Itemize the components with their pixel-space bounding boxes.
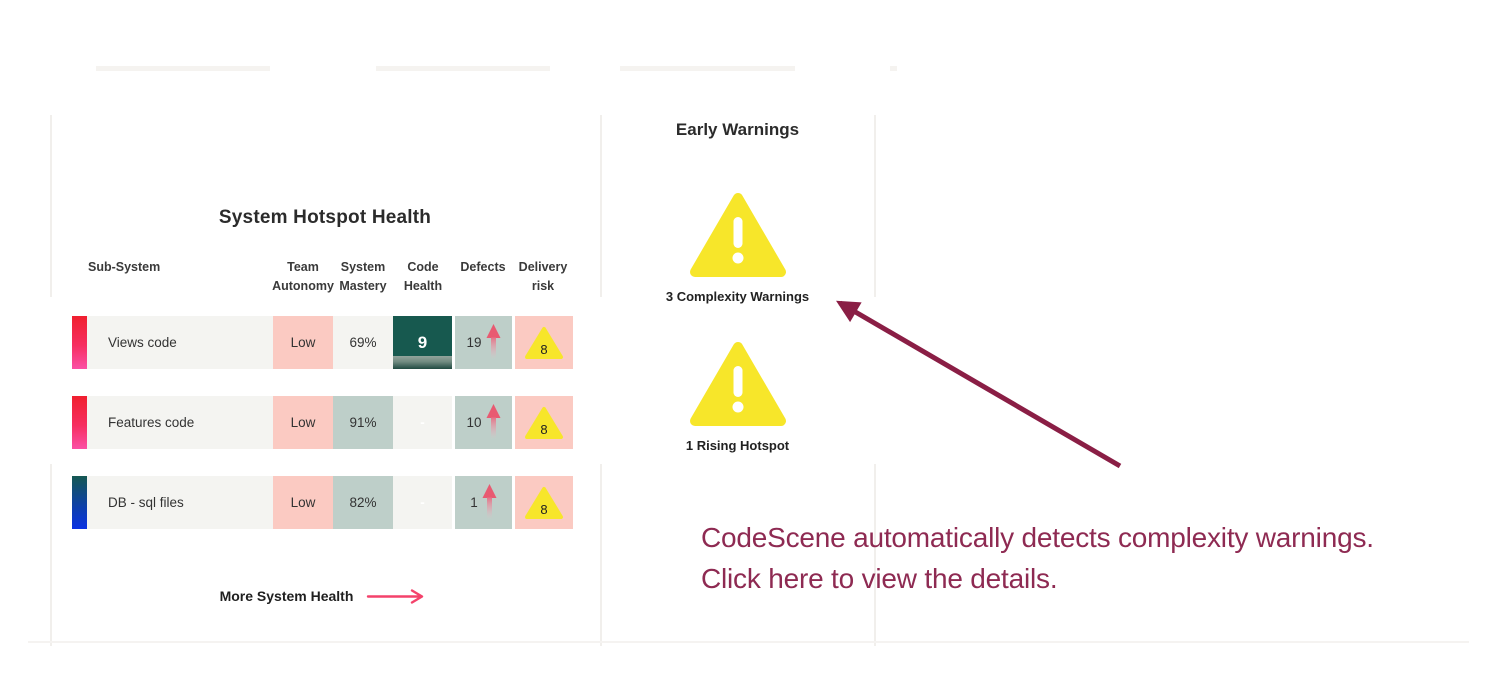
card-edge [890, 66, 897, 71]
panel-divider [600, 464, 602, 646]
delivery-risk-cell: 8 [515, 316, 573, 369]
warning-triangle-icon: 8 [525, 326, 563, 359]
delivery-risk-value: 8 [540, 422, 547, 437]
warning-triangle-icon [689, 342, 786, 426]
warning-triangle-icon [689, 193, 786, 277]
annotation-line-2: Click here to view the details. [701, 563, 1058, 594]
right-arrow-icon [367, 588, 424, 604]
column-header-team-autonomy: Team Autonomy [272, 260, 334, 293]
risk-gradient-bar [72, 396, 87, 449]
risk-gradient-bar [72, 316, 87, 369]
panel-bottom-edge [28, 641, 1469, 643]
code-health-cell: 9 [393, 316, 452, 369]
column-header-sub-system: Sub-System [88, 260, 161, 274]
annotation-arrow-icon [836, 300, 1122, 469]
panel-divider [50, 464, 52, 646]
code-health-cell: - [393, 476, 452, 529]
delivery-risk-cell: 8 [515, 476, 573, 529]
column-header-system-mastery: System Mastery [339, 260, 387, 293]
table-row-views-code[interactable]: Views code Low 69% 9 19 8 [72, 316, 573, 369]
card-edge [376, 66, 550, 71]
card-edge [620, 66, 795, 71]
card-edge [96, 66, 270, 71]
system-mastery-cell: 91% [333, 396, 393, 449]
early-warnings-title: Early Warnings [675, 120, 800, 139]
column-header-delivery-risk: Delivery risk [518, 260, 568, 293]
warning-complexity[interactable]: 3 Complexity Warnings [601, 189, 874, 304]
team-autonomy-cell: Low [273, 316, 333, 369]
warning-triangle-icon: 8 [525, 486, 563, 519]
up-arrow-icon [486, 324, 501, 359]
column-header-code-health: Code Health [403, 260, 443, 293]
panel-divider [874, 115, 876, 297]
table-row-db-sql-files[interactable]: DB - sql files Low 82% - 1 8 [72, 476, 573, 529]
system-mastery-cell: 82% [333, 476, 393, 529]
system-mastery-cell: 69% [333, 316, 393, 369]
team-autonomy-cell: Low [273, 476, 333, 529]
annotation-text: CodeScene automatically detects complexi… [701, 517, 1374, 599]
warning-label: 1 Rising Hotspot [685, 438, 790, 453]
defects-cell: 1 [455, 476, 512, 529]
delivery-risk-cell: 8 [515, 396, 573, 449]
defects-cell: 19 [455, 316, 512, 369]
risk-gradient-bar [72, 476, 87, 529]
table-row-features-code[interactable]: Features code Low 91% - 10 8 [72, 396, 573, 449]
sub-system-name: DB - sql files [87, 476, 273, 529]
annotation-line-1: CodeScene automatically detects complexi… [701, 522, 1374, 553]
more-system-health-label: More System Health [219, 588, 354, 604]
warning-label: 3 Complexity Warnings [665, 289, 810, 304]
sub-system-name: Features code [87, 396, 273, 449]
system-hotspot-health-title: System Hotspot Health [218, 207, 432, 228]
column-header-defects: Defects [460, 260, 506, 274]
more-system-health-link[interactable]: More System Health [50, 588, 600, 604]
code-health-horizon-decoration [393, 356, 452, 369]
defects-cell: 10 [455, 396, 512, 449]
panel-divider [600, 115, 602, 297]
warning-rising-hotspot[interactable]: 1 Rising Hotspot [601, 338, 874, 453]
delivery-risk-value: 8 [540, 342, 547, 357]
up-arrow-icon [482, 484, 497, 519]
panel-divider [50, 115, 52, 297]
panel-divider [874, 464, 876, 646]
delivery-risk-value: 8 [540, 502, 547, 517]
up-arrow-icon [486, 404, 501, 439]
sub-system-name: Views code [87, 316, 273, 369]
code-health-cell: - [393, 396, 452, 449]
warning-triangle-icon: 8 [525, 406, 563, 439]
team-autonomy-cell: Low [273, 396, 333, 449]
